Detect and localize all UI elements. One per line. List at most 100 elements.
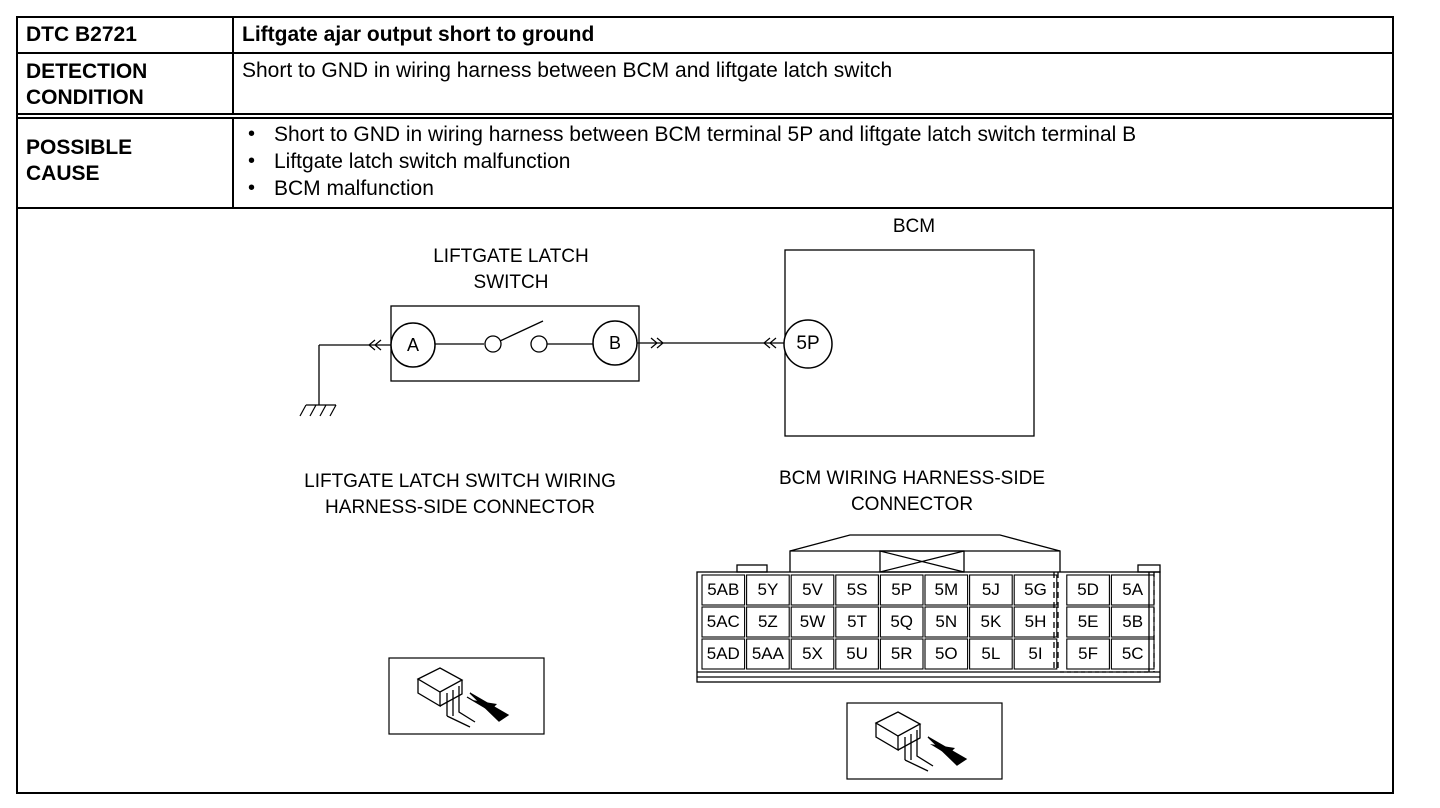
pin-label: 5S	[846, 580, 868, 599]
switch-blade	[499, 320, 544, 342]
pin-cell	[701, 606, 746, 638]
pin-cell	[835, 638, 879, 670]
pin-label: 5B	[1122, 612, 1144, 631]
pin-cell	[701, 638, 746, 670]
switch-connector-caption-line2: HARNESS-SIDE CONNECTOR	[325, 497, 595, 518]
bcm-title-text: BCM	[892, 216, 936, 237]
cause-item: BCM malfunction	[236, 175, 1136, 202]
pin-cell	[1110, 574, 1155, 606]
dtc-code: DTC B2721	[18, 18, 234, 52]
detection-label-line2: CONDITION	[26, 86, 144, 109]
pin-label: 5J	[981, 580, 1000, 599]
pin-cell	[1110, 638, 1155, 670]
pin-label: 5L	[981, 644, 1001, 663]
switch-contact-right	[530, 335, 548, 353]
bcm-connector-caption-line2: CONNECTOR	[850, 494, 974, 515]
pin-label: 5M	[934, 580, 959, 599]
possible-cause-list: Short to GND in wiring harness between B…	[236, 121, 1136, 202]
pin-cell	[746, 574, 790, 606]
possible-cause-label-line2: CAUSE	[26, 162, 100, 185]
pin-cell	[790, 606, 835, 638]
pin-label: 5E	[1077, 612, 1099, 631]
pin-label: 5AA	[751, 644, 784, 663]
bcm-pin-grid	[701, 574, 1155, 670]
detection-label-line1: DETECTION	[26, 60, 148, 83]
pin-cell	[1066, 574, 1110, 606]
pin-cell	[924, 638, 969, 670]
pin-cell	[746, 606, 790, 638]
pin-cell	[835, 606, 879, 638]
bcm-connector-icon	[874, 711, 968, 772]
pin-cell	[835, 574, 879, 606]
pin-label: 5R	[890, 644, 913, 663]
bcm-connector-icon-frame	[846, 702, 1003, 780]
pin-label: 5U	[846, 644, 868, 663]
pin-label: 5A	[1122, 580, 1144, 599]
switch-contact-left	[484, 335, 502, 353]
pin-cell	[1013, 606, 1058, 638]
detection-text-value: Short to GND in wiring harness between B…	[242, 59, 893, 82]
dtc-title-text: Liftgate ajar output short to ground	[242, 23, 595, 46]
pin-cell	[1066, 606, 1110, 638]
switch-connector-icon-frame	[388, 657, 545, 735]
possible-cause-label-line1: POSSIBLE	[26, 136, 133, 159]
dtc-table: DTC B2721 Liftgate ajar output short to …	[16, 16, 1394, 794]
pin-label: 5X	[802, 644, 823, 663]
pin-label: 5H	[1024, 612, 1047, 631]
pin-label: 5T	[847, 612, 868, 631]
pin-label: 5AC	[706, 612, 740, 631]
switch-title-line2: SWITCH	[473, 272, 549, 293]
pin-label: 5O	[934, 644, 958, 663]
detection-label: DETECTION CONDITION	[18, 54, 234, 113]
switch-title-line1: LIFTGATE LATCH	[433, 246, 589, 267]
detection-row: DETECTION CONDITION Short to GND in wiri…	[18, 54, 1392, 115]
dtc-title: Liftgate ajar output short to ground	[242, 22, 594, 48]
dtc-code-text: DTC B2721	[26, 23, 137, 46]
pin-cell	[746, 638, 790, 670]
pin-label: 5P	[891, 580, 913, 599]
pin-label: 5F	[1078, 644, 1099, 663]
pin-label: 5Y	[757, 580, 779, 599]
pin-label: 5V	[802, 580, 823, 599]
pin-label: 5C	[1121, 644, 1144, 663]
pin-label: 5D	[1077, 580, 1099, 599]
terminal-a-text: A	[406, 335, 419, 355]
ground-hatch	[299, 404, 307, 417]
switch-connector-icon	[416, 667, 510, 728]
pin-cell	[790, 574, 835, 606]
pin-cell	[924, 606, 969, 638]
pin-label: 5G	[1024, 580, 1047, 599]
bcm-title: BCM	[860, 214, 968, 240]
pin-cell	[1013, 638, 1058, 670]
pin-label: 5AD	[706, 644, 740, 663]
pin-cell	[969, 606, 1013, 638]
switch-title: LIFTGATE LATCH SWITCH	[391, 244, 631, 296]
possible-cause-row: POSSIBLE CAUSE Short to GND in wiring ha…	[18, 117, 1392, 209]
dtc-header-row: DTC B2721 Liftgate ajar output short to …	[18, 18, 1392, 54]
pin-label: 5I	[1028, 644, 1043, 663]
bcm-connector-caption: BCM WIRING HARNESS-SIDE CONNECTOR	[712, 466, 1112, 518]
pin-label: 5W	[799, 612, 826, 631]
pin-label: 5K	[980, 612, 1002, 631]
pin-cell	[969, 574, 1013, 606]
terminal-5p-label: 5P	[790, 330, 826, 358]
bcm-connector-caption-line1: BCM WIRING HARNESS-SIDE	[778, 468, 1046, 489]
pin-cell	[701, 574, 746, 606]
pin-cell	[790, 638, 835, 670]
pin-cell	[924, 574, 969, 606]
pin-cell	[1013, 574, 1058, 606]
terminal-5p-text: 5P	[796, 333, 820, 354]
detection-text: Short to GND in wiring harness between B…	[242, 58, 892, 84]
terminal-b-label: B	[603, 329, 627, 357]
possible-cause-label: POSSIBLE CAUSE	[18, 119, 234, 207]
terminal-5p-circle	[783, 319, 833, 369]
bcm-connector	[696, 534, 1161, 683]
terminal-a-label: A	[401, 331, 425, 359]
pin-label: 5AB	[707, 580, 740, 599]
terminal-b-text: B	[608, 333, 621, 353]
pin-cell	[879, 574, 924, 606]
pin-cell	[1110, 606, 1155, 638]
switch-connector-caption-line1: LIFTGATE LATCH SWITCH WIRING	[304, 471, 616, 492]
switch-connector-caption: LIFTGATE LATCH SWITCH WIRING HARNESS-SID…	[250, 469, 670, 521]
